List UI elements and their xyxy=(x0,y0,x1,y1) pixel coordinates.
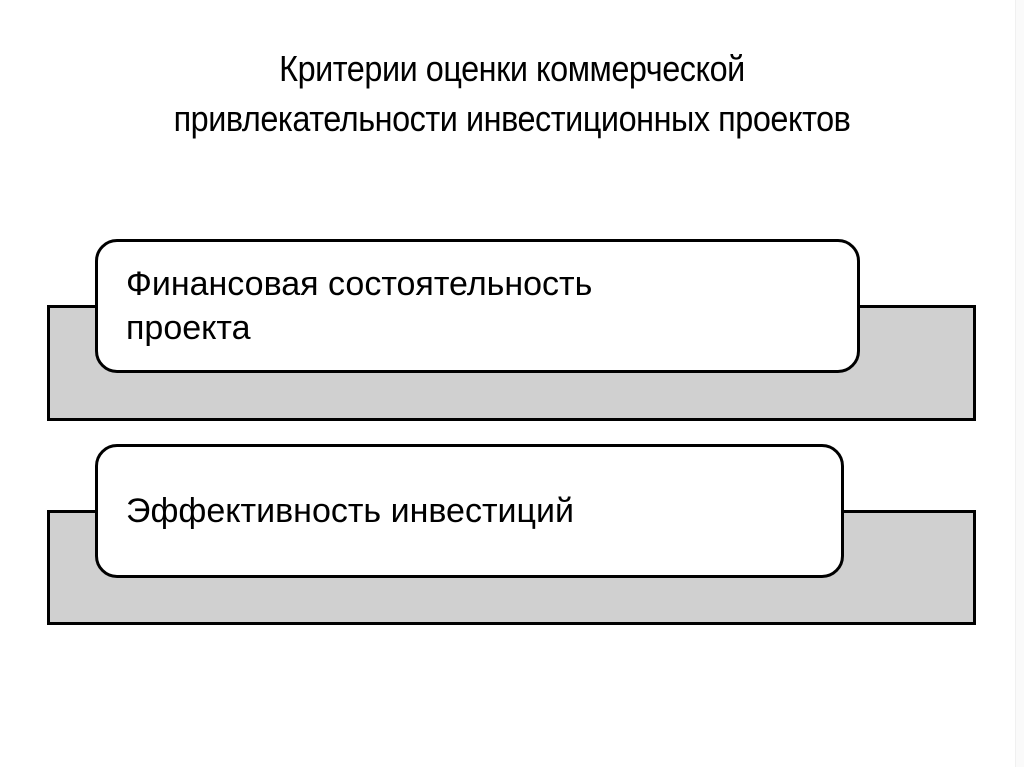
title-line-2: привлекательности инвестиционных проекто… xyxy=(173,98,851,139)
slide-title: Критерии оценки коммерческой привлекател… xyxy=(51,44,973,144)
criterion-1-box: Финансовая состоятельность проекта xyxy=(95,239,860,373)
title-line-1: Критерии оценки коммерческой xyxy=(279,48,745,89)
slide-edge xyxy=(1015,0,1024,767)
criterion-1-line-2: проекта xyxy=(126,309,251,347)
criterion-2-line-1: Эффективность инвестиций xyxy=(126,492,574,530)
criterion-1-line-1: Финансовая состоятельность xyxy=(126,265,593,303)
criterion-2-box: Эффективность инвестиций xyxy=(95,444,844,578)
